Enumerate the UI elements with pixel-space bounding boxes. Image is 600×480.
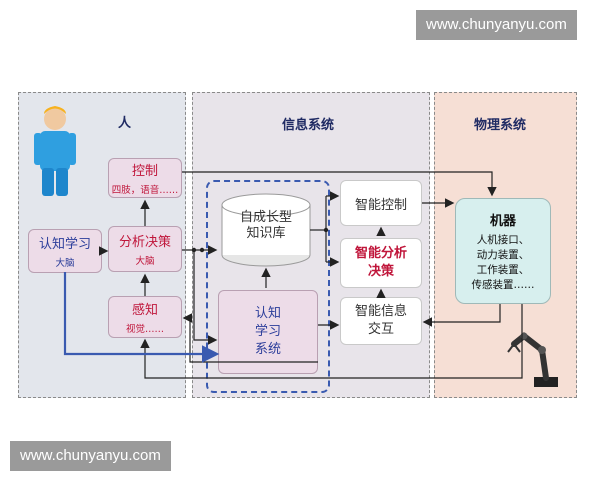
- knowledge-base-label: 自成长型 知识库: [239, 210, 292, 241]
- learning-system-box: 认知 学习 系统: [218, 290, 318, 374]
- smart-control-box: 智能控制: [340, 180, 422, 226]
- analysis-box: 分析决策 大脑: [108, 226, 182, 272]
- human-panel-title: 人: [118, 116, 132, 131]
- perception-box: 感知 视觉……: [108, 296, 182, 338]
- machine-title: 机器: [489, 213, 516, 229]
- smart-analysis-box: 智能分析 决策: [340, 238, 422, 288]
- watermark-top: www.chunyanyu.com: [416, 10, 577, 40]
- physical-panel-title: 物理系统: [474, 118, 527, 133]
- info-panel-title: 信息系统: [282, 118, 335, 133]
- analysis-sub: 大脑: [135, 256, 155, 267]
- machine-items: 人机接口、 动力装置、 工作装置、 传感装置……: [471, 233, 535, 291]
- control-box: 控制 四肢，语音……: [108, 158, 182, 198]
- control-title: 控制: [131, 164, 158, 179]
- cognition-title: 认知学习: [38, 237, 91, 252]
- control-sub: 四肢，语音……: [111, 185, 179, 196]
- cognition-box: 认知学习 大脑: [28, 229, 102, 273]
- perception-sub: 视觉……: [125, 324, 164, 335]
- machine-box: 机器 人机接口、 动力装置、 工作装置、 传感装置……: [455, 198, 551, 304]
- perception-title: 感知: [131, 303, 158, 318]
- watermark-bottom: www.chunyanyu.com: [10, 441, 171, 471]
- analysis-title: 分析决策: [118, 235, 171, 250]
- cognition-sub: 大脑: [55, 258, 75, 269]
- smart-interaction-box: 智能信息 交互: [340, 297, 422, 345]
